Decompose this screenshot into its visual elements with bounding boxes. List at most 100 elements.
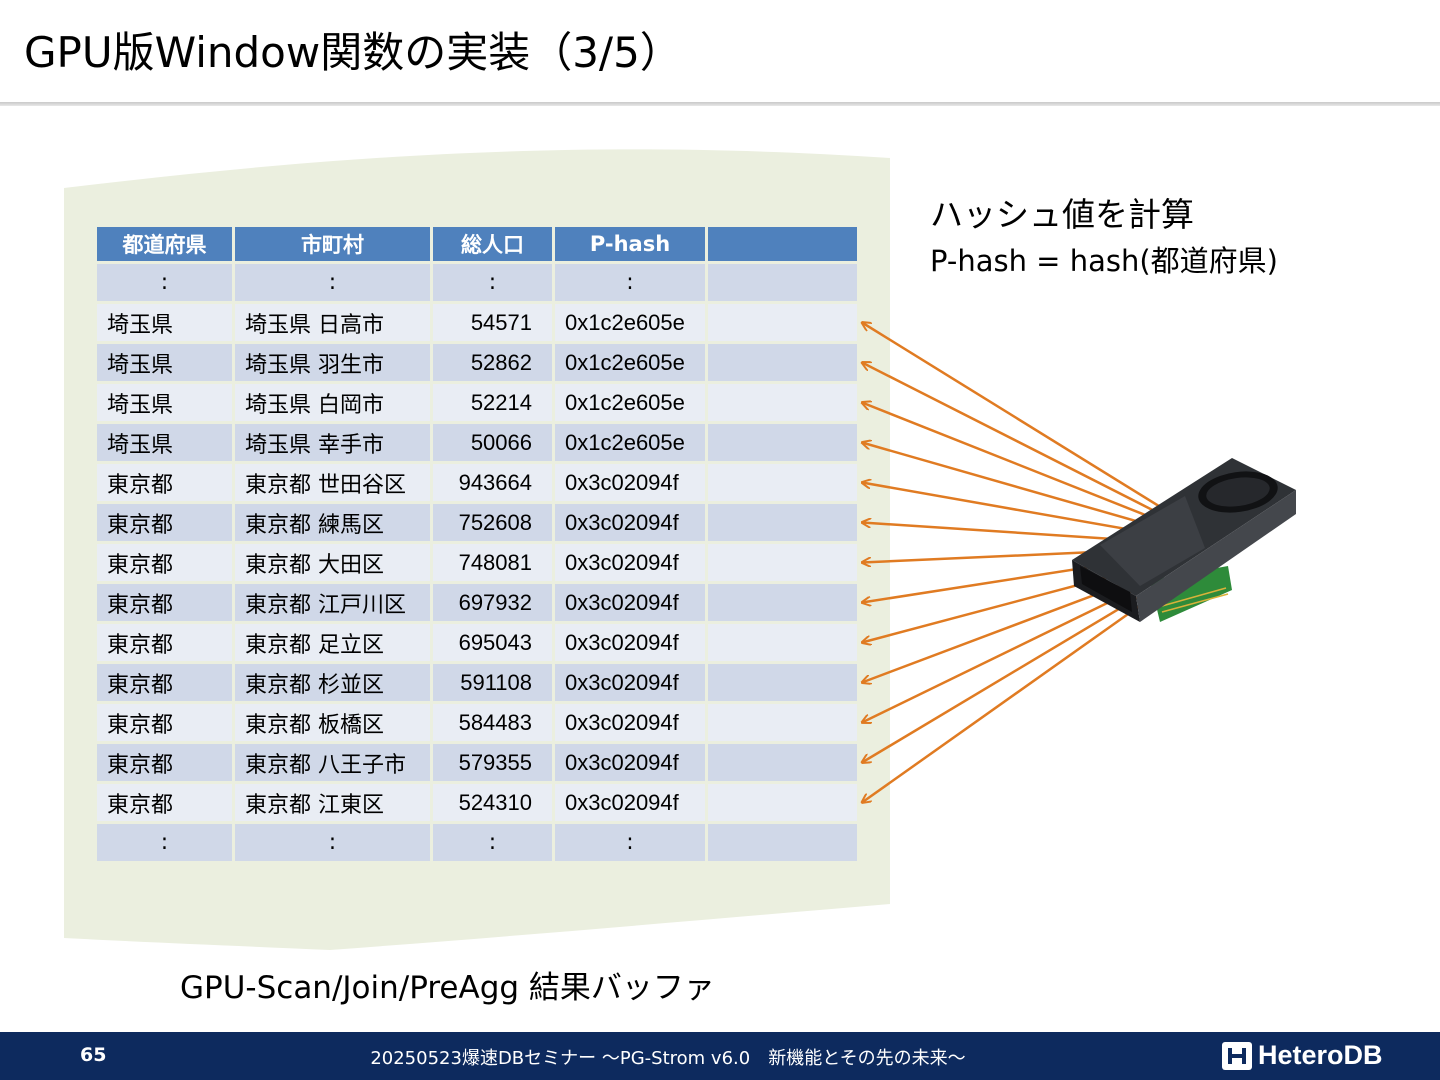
table-cell: : — [235, 264, 430, 301]
hash-arrow — [862, 443, 1163, 530]
annotation-formula: P-hash = hash(都道府県) — [930, 244, 1278, 278]
table-cell: 0x1c2e605e — [555, 344, 705, 381]
table-cell: 埼玉県 日高市 — [235, 304, 430, 341]
column-header-empty — [708, 227, 857, 261]
table-cell: 東京都 江戸川区 — [235, 584, 430, 621]
table-row-ellipsis: :::: — [97, 824, 857, 861]
hash-arrow — [862, 582, 1163, 762]
table-cell: 0x1c2e605e — [555, 384, 705, 421]
buffer-caption: GPU-Scan/Join/PreAgg 結果バッファ — [180, 970, 715, 1006]
table-cell: 東京都 世田谷区 — [235, 464, 430, 501]
table-cell: 0x3c02094f — [555, 544, 705, 581]
table-cell: 東京都 江東区 — [235, 784, 430, 821]
page-number: 65 — [80, 1044, 107, 1066]
table-cell: 943664 — [433, 464, 552, 501]
table-cell: 埼玉県 幸手市 — [235, 424, 430, 461]
table-cell: 697932 — [433, 584, 552, 621]
table-cell: 0x3c02094f — [555, 584, 705, 621]
table-cell: 東京都 — [97, 584, 232, 621]
column-header-p-hash: P-hash — [555, 227, 705, 261]
table-cell: 東京都 — [97, 744, 232, 781]
table-cell — [708, 704, 857, 741]
table-cell: 東京都 練馬区 — [235, 504, 430, 541]
table-cell: 東京都 — [97, 704, 232, 741]
hash-arrow — [862, 403, 1163, 523]
table-cell: 東京都 — [97, 544, 232, 581]
column-header-prefecture: 都道府県 — [97, 227, 232, 261]
table-cell: 695043 — [433, 624, 552, 661]
table-row-ellipsis: :::: — [97, 264, 857, 301]
table-cell — [708, 344, 857, 381]
table-cell — [708, 544, 857, 581]
table-cell: 埼玉県 — [97, 344, 232, 381]
column-header-city: 市町村 — [235, 227, 430, 261]
table-cell — [708, 784, 857, 821]
table-cell — [708, 304, 857, 341]
title-divider — [0, 102, 1440, 106]
table-cell: 東京都 八王子市 — [235, 744, 430, 781]
hash-arrow — [862, 323, 1163, 510]
table-cell: : — [97, 824, 232, 861]
table-cell — [708, 464, 857, 501]
heterodb-logo: HeteroDB — [1222, 1040, 1383, 1071]
table-cell — [708, 824, 857, 861]
table-cell: 埼玉県 白岡市 — [235, 384, 430, 421]
table-cell: 東京都 — [97, 784, 232, 821]
heterodb-logo-icon — [1222, 1041, 1252, 1070]
table-cell: 52214 — [433, 384, 552, 421]
table-header-row: 都道府県 市町村 総人口 P-hash — [97, 227, 857, 261]
table-cell: : — [433, 824, 552, 861]
table-cell: 0x3c02094f — [555, 664, 705, 701]
table-cell: : — [555, 824, 705, 861]
table-cell — [708, 664, 857, 701]
table-cell: 0x3c02094f — [555, 624, 705, 661]
table-cell: 0x3c02094f — [555, 704, 705, 741]
footer-text: 20250523爆速DBセミナー ～PG-Strom v6.0 新機能とその先の… — [370, 1048, 966, 1069]
table-cell: 52862 — [433, 344, 552, 381]
table-cell: 埼玉県 羽生市 — [235, 344, 430, 381]
slide-title: GPU版Window関数の実装（3/5） — [24, 28, 682, 77]
hash-annotation: ハッシュ値を計算 P-hash = hash(都道府県) — [930, 192, 1278, 284]
hash-arrow — [862, 363, 1163, 516]
hash-arrow — [862, 483, 1163, 537]
table-cell: : — [555, 264, 705, 301]
table-cell: 591108 — [433, 664, 552, 701]
table-cell: 0x3c02094f — [555, 504, 705, 541]
table-cell: 東京都 — [97, 504, 232, 541]
table-cell: 東京都 — [97, 624, 232, 661]
table-cell: 752608 — [433, 504, 552, 541]
table-cell — [708, 264, 857, 301]
table-cell: 0x1c2e605e — [555, 424, 705, 461]
table-cell — [708, 504, 857, 541]
column-header-population: 総人口 — [433, 227, 552, 261]
table-cell: 0x3c02094f — [555, 784, 705, 821]
footer-bar: 65 20250523爆速DBセミナー ～PG-Strom v6.0 新機能とそ… — [0, 1032, 1440, 1080]
table-cell: 584483 — [433, 704, 552, 741]
table-cell: 東京都 板橋区 — [235, 704, 430, 741]
table-cell: 0x3c02094f — [555, 464, 705, 501]
table-cell: 東京都 足立区 — [235, 624, 430, 661]
table-cell: 0x1c2e605e — [555, 304, 705, 341]
table-cell: 東京都 — [97, 464, 232, 501]
table-cell: : — [433, 264, 552, 301]
table-cell: 東京都 — [97, 664, 232, 701]
table-cell: 50066 — [433, 424, 552, 461]
table-cell: 東京都 大田区 — [235, 544, 430, 581]
table-cell: 埼玉県 — [97, 424, 232, 461]
table-cell: 748081 — [433, 544, 552, 581]
